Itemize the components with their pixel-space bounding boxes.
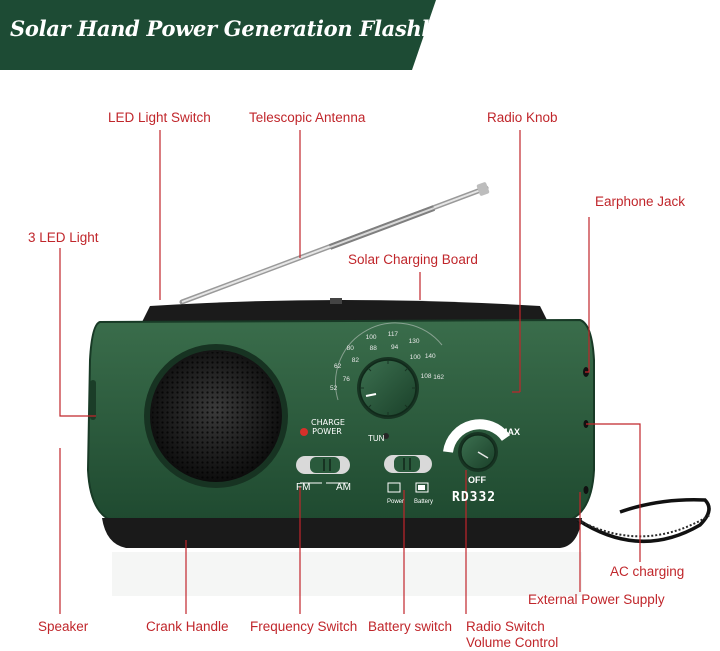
label-3-led-light: 3 LED Light bbox=[28, 230, 99, 245]
power-label: Power bbox=[387, 499, 405, 505]
radio-knob[interactable] bbox=[357, 357, 419, 419]
solar-panel bbox=[142, 300, 548, 322]
model-label: RD332 bbox=[452, 490, 497, 505]
power-icon bbox=[387, 482, 401, 493]
frequency-switch[interactable] bbox=[296, 456, 350, 484]
telescopic-antenna bbox=[179, 182, 490, 305]
label-ac-charging: AC charging bbox=[610, 564, 685, 579]
label-solar-charging-board: Solar Charging Board bbox=[348, 252, 478, 267]
dial-tick-label: 108 bbox=[420, 372, 432, 380]
label-battery-switch: Battery switch bbox=[368, 619, 453, 634]
dial-tick-label: 62 bbox=[333, 363, 342, 371]
label-external-power-supply: External Power Supply bbox=[528, 592, 665, 607]
lanyard bbox=[577, 498, 711, 543]
dial-tick-label: 88 bbox=[369, 344, 377, 352]
dial-tick-label: 80 bbox=[346, 344, 354, 352]
tun-label: TUN bbox=[368, 434, 385, 443]
dial-tick-label: 100 bbox=[409, 354, 421, 362]
volume-knob[interactable] bbox=[443, 419, 511, 472]
label-earphone-jack: Earphone Jack bbox=[595, 194, 686, 209]
dial-tick-label: 100 bbox=[365, 333, 377, 341]
label-led-light-switch: LED Light Switch bbox=[108, 110, 211, 125]
dial-tick-label: 82 bbox=[351, 356, 360, 364]
label-radio-switch: Radio Switch bbox=[466, 619, 545, 634]
battery-switch[interactable] bbox=[384, 455, 432, 493]
label-crank-handle: Crank Handle bbox=[146, 619, 229, 634]
speaker bbox=[144, 344, 288, 488]
base bbox=[102, 518, 582, 548]
max-label: MAX bbox=[500, 427, 520, 437]
usb-port bbox=[583, 486, 589, 494]
label-volume-control: Volume Control bbox=[466, 635, 559, 650]
label-speaker: Speaker bbox=[38, 619, 89, 634]
battery-icon bbox=[415, 482, 429, 493]
dial-tick-label: 162 bbox=[433, 373, 445, 381]
am-label: AM bbox=[336, 482, 351, 493]
dial-tick-label: 117 bbox=[387, 331, 399, 339]
title-banner bbox=[0, 0, 436, 70]
dial-tick-label: 94 bbox=[390, 344, 399, 352]
dial-tick-label: 52 bbox=[330, 384, 338, 392]
off-label: OFF bbox=[468, 475, 486, 485]
label-frequency-switch: Frequency Switch bbox=[250, 619, 358, 634]
dial-tick-label: 76 bbox=[342, 376, 350, 384]
label-telescopic-antenna: Telescopic Antenna bbox=[249, 110, 366, 125]
label-radio-knob: Radio Knob bbox=[487, 110, 558, 125]
dial-tick-label: 130 bbox=[408, 338, 420, 346]
dial-tick-label: 140 bbox=[424, 353, 436, 361]
fm-label: FM bbox=[296, 482, 311, 493]
charge-led bbox=[300, 428, 308, 436]
tun-led bbox=[383, 433, 389, 439]
battery-label: Battery bbox=[414, 499, 434, 505]
led-light bbox=[90, 380, 96, 420]
